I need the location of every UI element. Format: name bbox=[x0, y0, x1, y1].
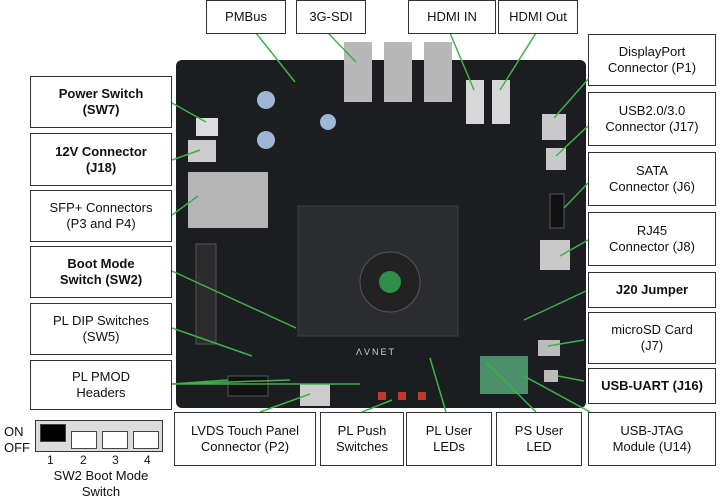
label-sata: SATA Connector (J6) bbox=[588, 152, 716, 206]
sw2-number-2: 2 bbox=[80, 453, 87, 467]
label-pl-push-switches: PL Push Switches bbox=[320, 412, 404, 466]
usb-uart-connector bbox=[544, 370, 558, 382]
label-boot-mode-switch: Boot Mode Switch (SW2) bbox=[30, 246, 172, 298]
sw2-caption: SW2 Boot Mode Switch bbox=[53, 468, 149, 499]
hdmi-in-connector bbox=[466, 80, 484, 124]
microsd-slot bbox=[538, 340, 560, 356]
sdi-connector bbox=[424, 42, 452, 102]
label-pl-user-leds: PL User LEDs bbox=[406, 412, 492, 466]
label-power-switch: Power Switch (SW7) bbox=[30, 76, 172, 128]
label-sfp-connectors: SFP+ Connectors (P3 and P4) bbox=[30, 190, 172, 242]
sw2-switch-1 bbox=[40, 424, 66, 442]
board-logo: ΛVNET bbox=[356, 347, 396, 357]
push-switch bbox=[398, 392, 406, 400]
label-j20-jumper: J20 Jumper bbox=[588, 272, 716, 308]
capacitor bbox=[257, 131, 275, 149]
label-pmbus: PMBus bbox=[206, 0, 286, 34]
usb-connector bbox=[546, 148, 566, 170]
capacitor bbox=[257, 91, 275, 109]
displayport-connector bbox=[542, 114, 566, 140]
lvds-connector bbox=[300, 384, 330, 406]
sw2-switch-3 bbox=[102, 431, 128, 449]
sw2-number-3: 3 bbox=[112, 453, 119, 467]
push-switch bbox=[378, 392, 386, 400]
on-label: ON bbox=[4, 424, 24, 439]
off-label: OFF bbox=[4, 440, 30, 455]
label-usb-connector: USB2.0/3.0 Connector (J17) bbox=[588, 92, 716, 146]
power-switch bbox=[196, 118, 218, 136]
capacitor bbox=[320, 114, 336, 130]
label-usb-jtag: USB-JTAG Module (U14) bbox=[588, 412, 716, 466]
fan-hub bbox=[379, 271, 401, 293]
sw2-number-4: 4 bbox=[144, 453, 151, 467]
sw2-switch-2 bbox=[71, 431, 97, 449]
label-usb-uart: USB-UART (J16) bbox=[588, 368, 716, 404]
sfp-cages bbox=[188, 172, 268, 228]
hdmi-out-connector bbox=[492, 80, 510, 124]
header-strip bbox=[195, 243, 217, 345]
sw2-number-1: 1 bbox=[47, 453, 54, 467]
label-hdmi-out: HDMI Out bbox=[498, 0, 578, 34]
rj45-connector bbox=[540, 240, 570, 270]
label-microsd: microSD Card (J7) bbox=[588, 312, 716, 364]
label-3g-sdi: 3G-SDI bbox=[296, 0, 366, 34]
label-pl-dip-switches: PL DIP Switches (SW5) bbox=[30, 303, 172, 355]
sata-connector bbox=[549, 193, 565, 229]
label-hdmi-in: HDMI IN bbox=[408, 0, 496, 34]
label-displayport: DisplayPort Connector (P1) bbox=[588, 34, 716, 86]
label-pl-pmod-headers: PL PMOD Headers bbox=[30, 360, 172, 410]
label-ps-user-led: PS User LED bbox=[496, 412, 582, 466]
sw2-switch-body bbox=[35, 420, 163, 452]
sdi-connector bbox=[384, 42, 412, 102]
label-lvds-touch-panel: LVDS Touch Panel Connector (P2) bbox=[174, 412, 316, 466]
sw2-switch-4 bbox=[133, 431, 159, 449]
label-rj45: RJ45 Connector (J8) bbox=[588, 212, 716, 266]
push-switch bbox=[418, 392, 426, 400]
jtag-module bbox=[480, 356, 528, 394]
power-connector bbox=[188, 140, 216, 162]
label-12v-connector: 12V Connector (J18) bbox=[30, 133, 172, 186]
sdi-connector bbox=[344, 42, 372, 102]
